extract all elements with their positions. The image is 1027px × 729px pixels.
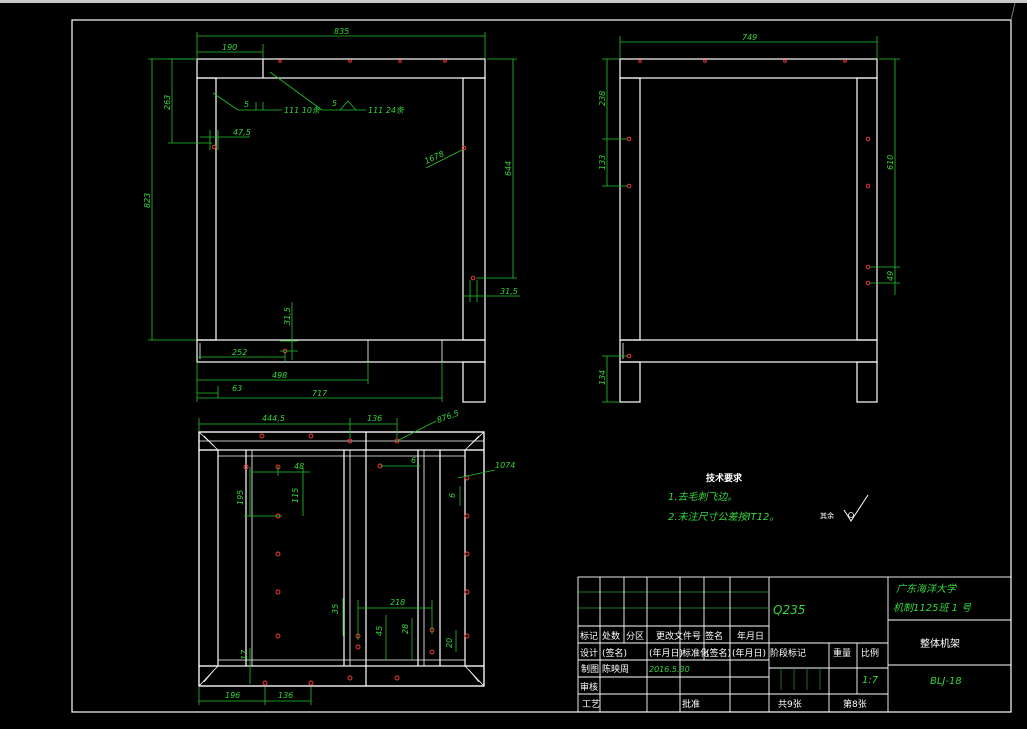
dim-31-5-right: 31,5	[500, 287, 518, 296]
tb-count: 处数	[602, 630, 620, 642]
tb-drawing-no: BLJ-18	[930, 676, 962, 687]
tb-school: 广东海洋大学	[896, 583, 957, 595]
dim-190: 190	[222, 43, 237, 52]
dim-876-5: 876,5	[436, 409, 461, 425]
roughness-symbol	[843, 494, 869, 522]
weld1-note: 111 10条	[284, 106, 321, 115]
title-block: 广东海洋大学 机制1125班 1 号 整体机架 BLJ-18 Q235 标记 处…	[577, 576, 1012, 713]
dim-1678: 1678	[423, 149, 445, 166]
tb-zone: 分区	[626, 631, 644, 642]
dim-1074: 1074	[495, 461, 515, 470]
weld2-note: 111 24条	[368, 106, 405, 115]
tech-title: 技术要求	[706, 472, 743, 484]
dim-136-top: 136	[367, 414, 382, 423]
dim-35: 35	[331, 604, 340, 614]
side-view	[619, 58, 878, 403]
tb-standard-date: (年月日)	[732, 647, 766, 659]
weld2-size: 5	[332, 99, 337, 108]
tb-scale-value: 1:7	[862, 675, 879, 686]
dim-749: 749	[742, 33, 757, 42]
dim-45: 45	[375, 626, 384, 636]
tb-change-doc: 更改文件号	[656, 630, 701, 642]
dim-195: 195	[236, 490, 245, 505]
dim-644: 644	[504, 161, 513, 176]
tb-draw-date: 2016.5.30	[649, 665, 690, 674]
tb-date: 年月日	[737, 630, 764, 642]
tb-drawer: 陈映周	[602, 663, 629, 675]
dim-115: 115	[291, 488, 300, 503]
dim-48: 48	[294, 462, 304, 471]
dim-31-5-bottom: 31,5	[283, 307, 292, 325]
tb-part-name: 整体机架	[920, 637, 960, 650]
tb-stage-mark: 阶段标记	[770, 647, 806, 659]
dim-28: 28	[401, 624, 410, 634]
dim-196: 196	[225, 691, 240, 700]
tech-line-2: 2.未注尺寸公差按IT12。	[668, 511, 779, 523]
window-top-edge	[0, 0, 1027, 3]
dim-252: 252	[232, 348, 247, 357]
tb-check: 审核	[580, 681, 598, 693]
front-view	[196, 58, 486, 403]
tb-standard-sign: (签名)	[706, 647, 731, 659]
sheet-corner-line	[1010, 2, 1016, 21]
dim-49: 49	[886, 271, 895, 281]
tb-weight: 重量	[833, 647, 851, 659]
dim-134: 134	[598, 370, 607, 385]
dim-444-5: 444,5	[262, 414, 285, 423]
drawing-border	[71, 19, 1012, 713]
tb-design-date: (年月日)	[649, 647, 683, 659]
tb-mark: 标记	[580, 630, 598, 642]
dim-47-5: 47,5	[233, 128, 251, 137]
dim-17: 17	[240, 649, 249, 660]
dim-63: 63	[232, 384, 242, 393]
tb-scale: 比例	[861, 647, 879, 659]
dim-6-right: 6	[448, 493, 457, 498]
dim-238: 238	[598, 91, 607, 106]
tech-line-1: 1.去毛刺飞边。	[668, 491, 738, 503]
tb-sign: 签名	[705, 630, 723, 642]
dim-263: 263	[163, 95, 172, 110]
bottom-view	[198, 431, 485, 687]
dim-823: 823	[143, 193, 152, 208]
dim-20: 20	[445, 638, 454, 648]
dim-717: 717	[312, 389, 328, 398]
tb-design-sign: (签名)	[602, 647, 627, 659]
dim-610: 610	[886, 155, 895, 170]
tb-process: 工艺	[582, 699, 600, 710]
tb-sheet-no: 第8张	[843, 698, 867, 710]
dim-6-top: 6	[411, 456, 416, 465]
tb-design: 设计	[580, 647, 598, 659]
dim-136-bottom: 136	[278, 691, 293, 700]
tb-material: Q235	[773, 603, 805, 617]
tb-class: 机制1125班 1 号	[893, 602, 972, 614]
tb-standard: 标准化	[682, 647, 709, 659]
roughness-note: 其余	[820, 511, 834, 520]
weld1-size: 5	[244, 100, 249, 109]
dim-218: 218	[390, 598, 405, 607]
side-view-dimensions: 749 238 133 610 49 134	[598, 33, 900, 403]
tb-draw: 制图	[581, 663, 599, 675]
tb-approve: 批准	[682, 698, 700, 710]
dim-133: 133	[598, 155, 607, 170]
technical-requirements: 技术要求 1.去毛刺飞边。 2.未注尺寸公差按IT12。 其余	[668, 472, 869, 523]
front-view-dimensions: 835 190 263 823 644 47,5 1678 31,5	[143, 27, 520, 402]
tb-total-sheets: 共9张	[778, 699, 802, 710]
dim-498: 498	[272, 371, 287, 380]
dim-835: 835	[334, 27, 349, 36]
